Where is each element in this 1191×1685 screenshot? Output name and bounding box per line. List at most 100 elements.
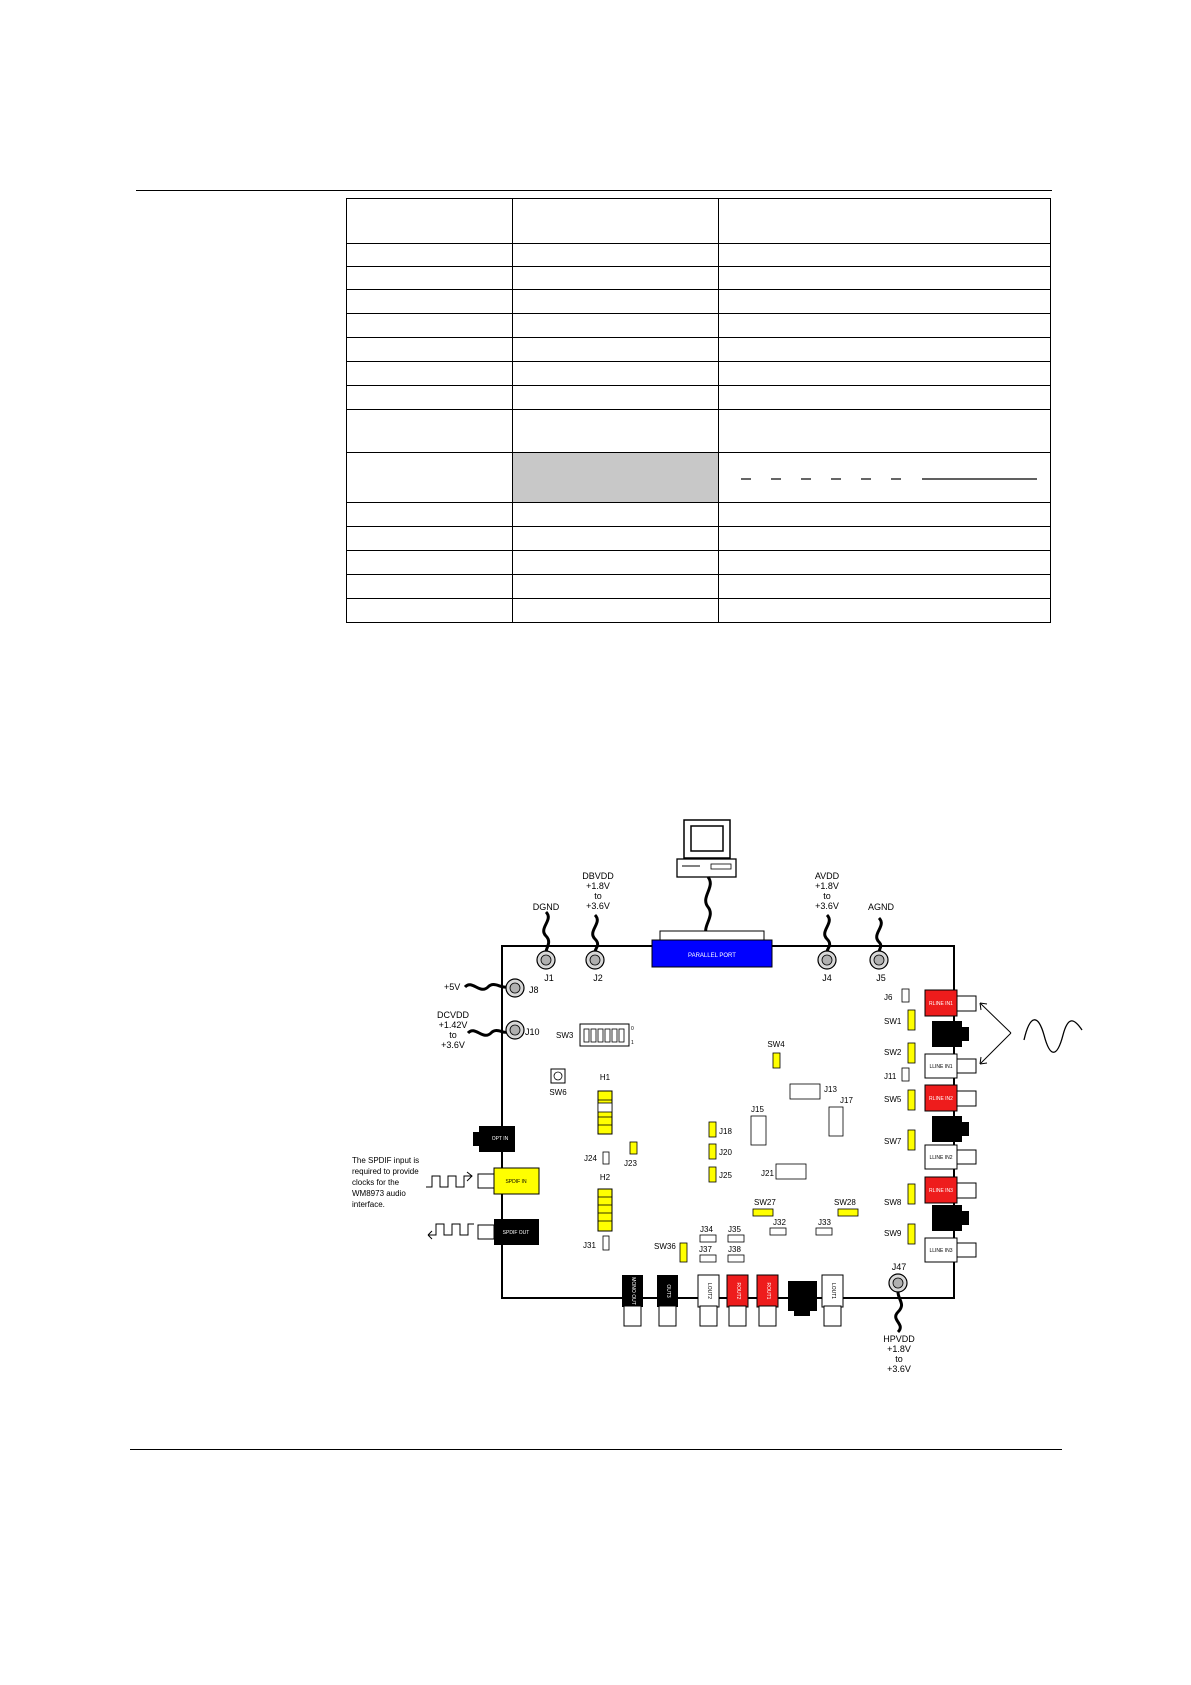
jumper-j38 [727, 1254, 745, 1263]
spdif-in-square-wave-icon [426, 1175, 472, 1188]
terminal-j10 [505, 1020, 525, 1040]
label-dcvdd-to: to [449, 1030, 457, 1040]
label-sw2: SW2 [884, 1048, 902, 1057]
table-row [346, 550, 1052, 575]
label-sw9: SW9 [884, 1229, 902, 1238]
label-j35: J35 [728, 1225, 741, 1234]
table-row [346, 574, 1052, 599]
label-j5: J5 [876, 973, 886, 983]
label-j21: J21 [761, 1169, 774, 1178]
jumper-j31 [602, 1235, 610, 1251]
label-h1: H1 [600, 1073, 611, 1082]
switch-sw1 [907, 1009, 916, 1031]
label-j20: J20 [719, 1148, 732, 1157]
jumper-j33 [815, 1227, 833, 1236]
label-agnd: AGND [868, 902, 895, 912]
shaded-cell [511, 452, 719, 503]
label-j23: J23 [624, 1159, 637, 1168]
jumper-j23 [629, 1141, 638, 1155]
jack-rline-in2 [924, 1084, 958, 1112]
label-avdd-min: +1.8V [815, 881, 839, 891]
label-sw36: SW36 [654, 1242, 676, 1251]
terminal-j5 [869, 950, 889, 970]
switch-sw2 [907, 1042, 916, 1064]
label-j37: J37 [699, 1245, 712, 1254]
label-j38: J38 [728, 1245, 741, 1254]
label-hpvdd: HPVDD [883, 1334, 915, 1344]
label-j6: J6 [884, 993, 893, 1002]
board-diagram: PARALLEL PORT DGND J1 DBVDD +1.8V to +3.… [352, 819, 1083, 1374]
label-j34: J34 [700, 1225, 713, 1234]
label-out3: OUT3 [665, 1284, 671, 1298]
spdif-note-line2: required to provide [352, 1167, 419, 1176]
jumper-j18 [708, 1121, 717, 1138]
header-j17 [828, 1106, 844, 1137]
table-row [346, 289, 1052, 314]
jack-lline-in1 [924, 1053, 958, 1079]
label-avdd-max: +3.6V [815, 901, 839, 911]
terminal-j47 [888, 1273, 908, 1293]
computer-cable [704, 876, 712, 938]
avdd-wire [823, 913, 832, 953]
switch-sw7 [907, 1129, 916, 1151]
dcvdd-wire [466, 1029, 508, 1037]
switch-sw36 [679, 1242, 688, 1263]
dbvdd-wire [591, 913, 600, 953]
jack-black-2 [932, 1116, 962, 1142]
jack-rline-in3 [924, 1176, 958, 1204]
switch-sw28 [837, 1208, 859, 1217]
label-rline-in2: RLINE IN2 [929, 1096, 953, 1102]
jumper-j35 [727, 1234, 745, 1243]
switch-sw27 [752, 1208, 774, 1217]
table-row [346, 598, 1052, 623]
switch-sw4 [772, 1052, 781, 1069]
jack-mono-out [622, 1275, 643, 1307]
spdif-note-line4: WM8973 audio [352, 1189, 406, 1198]
terminal-j8 [505, 978, 525, 998]
dashed-line-graphic [740, 478, 1037, 480]
label-j31: J31 [583, 1241, 596, 1250]
jumper-j32 [769, 1227, 787, 1236]
table-row [346, 313, 1052, 338]
table-row [346, 526, 1052, 551]
table-row [346, 266, 1052, 290]
sine-wave-icon [1023, 1019, 1083, 1053]
label-dbvdd-min: +1.8V [586, 881, 610, 891]
label-j4: J4 [822, 973, 832, 983]
parallel-port [651, 939, 773, 968]
spdif-note-line1: The SPDIF input is [352, 1156, 419, 1165]
header-j15 [750, 1115, 767, 1146]
label-mono-out: MONO OUT [630, 1277, 636, 1305]
header-j13 [789, 1083, 821, 1100]
label-sw7: SW7 [884, 1137, 902, 1146]
switch-sw9 [907, 1223, 916, 1245]
table-row [346, 243, 1052, 267]
jumper-j34 [699, 1234, 717, 1243]
header-h2 [597, 1188, 613, 1232]
label-sw27: SW27 [754, 1198, 776, 1207]
label-sw6: SW6 [549, 1088, 567, 1097]
label-sw3: SW3 [556, 1031, 574, 1040]
configuration-table [346, 198, 1052, 623]
label-rout2: ROUT2 [735, 1283, 741, 1300]
label-j47: J47 [892, 1262, 907, 1272]
label-avdd-to: to [823, 891, 831, 901]
label-hpvdd-min: +1.8V [887, 1344, 911, 1354]
plus5v-wire [463, 983, 507, 991]
jumper-j37 [699, 1254, 717, 1263]
jumper-j11 [901, 1067, 910, 1082]
label-hpvdd-to: to [895, 1354, 903, 1364]
header-rule [136, 190, 1052, 191]
header-h1 [597, 1090, 613, 1135]
jack-headphone [788, 1281, 817, 1311]
label-lout1: LOUT1 [830, 1283, 836, 1299]
jack-rline-in1 [924, 989, 958, 1017]
header-j21 [775, 1163, 807, 1180]
label-h2: H2 [600, 1173, 611, 1182]
table-row [346, 409, 1052, 453]
label-j33: J33 [818, 1218, 831, 1227]
label-rline-in1: RLINE IN1 [929, 1001, 953, 1007]
terminal-j1 [536, 950, 556, 970]
label-j10: J10 [525, 1027, 540, 1037]
label-opt-in: OPT IN [492, 1136, 509, 1142]
